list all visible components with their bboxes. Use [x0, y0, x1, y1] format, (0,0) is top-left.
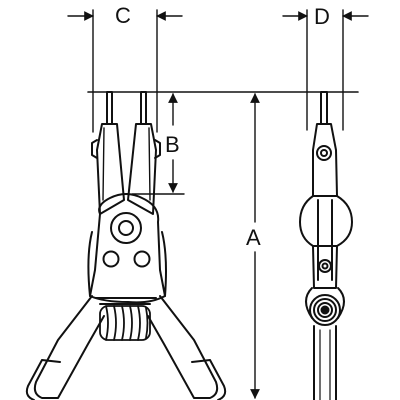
- side-upper-rivet-inner: [320, 149, 328, 157]
- side-middle-body: [299, 195, 353, 247]
- front-left-hole: [102, 250, 120, 268]
- front-right-jaw-knob: [154, 139, 161, 159]
- front-spring: [99, 305, 151, 341]
- side-handle: [313, 325, 337, 400]
- front-right-tip: [140, 91, 147, 125]
- side-handle-inner: [319, 329, 331, 400]
- front-right-hole: [133, 250, 151, 268]
- dimension-a-label: A: [246, 225, 261, 250]
- side-lower-section: [312, 245, 338, 289]
- dimension-c-label: C: [115, 3, 131, 28]
- side-tip: [320, 91, 328, 125]
- side-spring-arm: [305, 287, 345, 319]
- front-right-jaw-ridge: [148, 127, 151, 201]
- front-left-jaw: [96, 123, 125, 215]
- front-right-handle: [147, 295, 219, 399]
- side-spring-coil: [309, 294, 341, 326]
- side-lower-rivet-outer: [318, 259, 332, 273]
- dimension-c-group: [67, 9, 183, 133]
- plier-front-view: [25, 91, 227, 400]
- side-lower-rivet-inner: [321, 262, 329, 270]
- front-left-jaw-knob: [91, 139, 98, 159]
- front-right-grip: [191, 359, 227, 400]
- front-pivot-rivet-inner: [118, 220, 134, 236]
- front-left-grip: [25, 359, 61, 400]
- front-left-tip: [106, 91, 113, 125]
- front-left-handle: [33, 295, 105, 399]
- front-spring-cross: [95, 297, 157, 305]
- dimension-b-label: B: [165, 132, 180, 157]
- plier-side-view: [299, 91, 353, 400]
- front-head-body: [89, 193, 166, 304]
- front-head-outline: [87, 231, 93, 297]
- dimension-b-group: [131, 93, 185, 195]
- front-right-jaw: [127, 123, 157, 215]
- side-upper-rivet-outer: [316, 145, 332, 161]
- front-head-outline-right: [161, 231, 167, 297]
- dimension-d-group: [282, 9, 369, 131]
- side-middle-plate: [317, 199, 333, 281]
- front-pivot-rivet-outer: [110, 212, 142, 244]
- front-left-jaw-ridge: [102, 127, 105, 201]
- dimension-d-label: D: [314, 4, 330, 29]
